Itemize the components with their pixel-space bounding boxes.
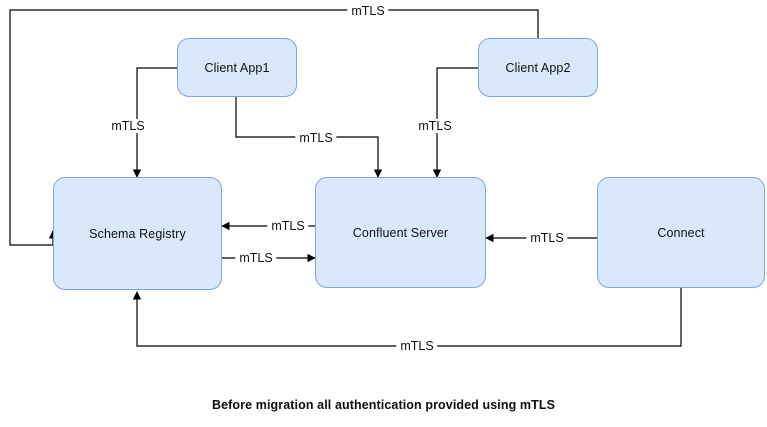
node-connect-label: Connect — [657, 225, 705, 240]
edge-label-schema-registry-to-confluent-server: mTLS — [235, 251, 277, 265]
edge-label-connect-to-confluent-server: mTLS — [526, 231, 568, 245]
edge-label-client-app1-to-confluent-server: mTLS — [295, 131, 337, 145]
edge-connect-to-schema-registry-bottom — [132, 288, 682, 347]
edge-label-client-app2-to-confluent-server: mTLS — [414, 119, 456, 133]
edge-label-confluent-server-to-schema-registry: mTLS — [267, 219, 309, 233]
edge-label-connect-to-schema-registry-bottom: mTLS — [396, 339, 438, 353]
edge-client-app2-to-confluent-server — [432, 67, 478, 178]
node-connect[interactable]: Connect — [597, 177, 765, 288]
node-client-app2-label: Client App2 — [505, 60, 571, 75]
node-confluent-server[interactable]: Confluent Server — [315, 177, 486, 288]
node-client-app1[interactable]: Client App1 — [177, 38, 297, 97]
node-schema-registry[interactable]: Schema Registry — [53, 177, 222, 290]
node-confluent-server-label: Confluent Server — [352, 225, 449, 240]
diagram-caption: Before migration all authentication prov… — [211, 398, 556, 412]
edge-client-app1-to-schema-registry — [132, 67, 177, 178]
edge-label-client-app1-to-schema-registry: mTLS — [107, 119, 149, 133]
node-client-app1-label: Client App1 — [204, 60, 270, 75]
node-client-app2[interactable]: Client App2 — [478, 38, 598, 97]
node-schema-registry-label: Schema Registry — [89, 226, 186, 241]
edge-label-client-app2-to-schema-registry-top: mTLS — [347, 4, 389, 18]
